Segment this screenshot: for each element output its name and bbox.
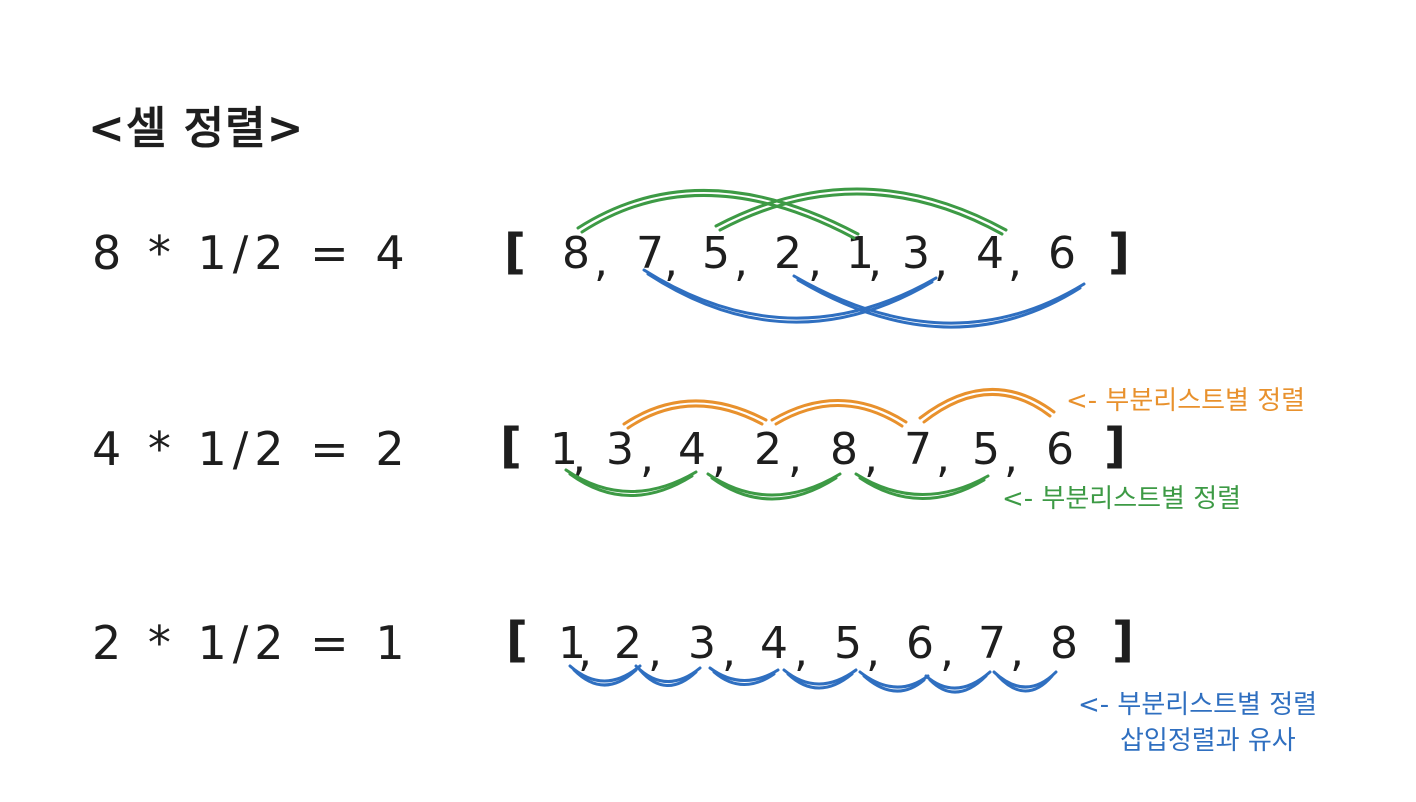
comma: ,: [572, 432, 586, 483]
comma: ,: [712, 432, 726, 483]
note-blue-line-2: 삽입정렬과 유사: [1120, 726, 1296, 756]
comma: ,: [866, 626, 880, 677]
comma: ,: [722, 626, 736, 677]
comma: ,: [594, 236, 608, 287]
arc-orange-row-2: [622, 387, 1056, 430]
value-row-3: 2: [614, 618, 642, 669]
comma: ,: [794, 626, 808, 677]
formula-row-1: 8 * 1/2 = 4: [92, 226, 411, 280]
value-row-2: 6: [1046, 424, 1074, 475]
value-row-1: 4: [976, 228, 1004, 279]
comma: ,: [940, 626, 954, 677]
value-row-3: 1: [558, 618, 586, 669]
formula-row-2: 4 * 1/2 = 2: [92, 422, 411, 476]
comma: ,: [640, 432, 654, 483]
open-bracket-row-1: [: [504, 224, 526, 280]
arc-blue-row-3: [568, 664, 1058, 694]
value-row-1: 7: [636, 228, 664, 279]
value-row-3: 8: [1050, 618, 1078, 669]
value-row-3: 6: [906, 618, 934, 669]
comma: ,: [788, 432, 802, 483]
comma: ,: [936, 432, 950, 483]
close-bracket-row-1: ]: [1108, 224, 1130, 280]
comma: ,: [578, 626, 592, 677]
arc-green-row-2: [564, 468, 990, 501]
value-row-1: 2: [774, 228, 802, 279]
formula-row-3: 2 * 1/2 = 1: [92, 616, 411, 670]
close-bracket-row-3: ]: [1112, 612, 1134, 668]
value-row-2: 8: [830, 424, 858, 475]
note-green: <- 부분리스트별 정렬: [1002, 484, 1242, 514]
value-row-1: 3: [902, 228, 930, 279]
value-row-3: 4: [760, 618, 788, 669]
value-row-1: 6: [1048, 228, 1076, 279]
value-row-1: 8: [562, 228, 590, 279]
note-blue-line-1: <- 부분리스트별 정렬: [1078, 690, 1318, 720]
comma: ,: [648, 626, 662, 677]
value-row-1: 5: [702, 228, 730, 279]
value-row-2: 3: [606, 424, 634, 475]
value-row-3: 3: [688, 618, 716, 669]
value-row-3: 5: [834, 618, 862, 669]
value-row-2: 2: [754, 424, 782, 475]
arc-blue-row-1: [642, 268, 1086, 329]
value-row-2: 7: [904, 424, 932, 475]
value-row-3: 7: [978, 618, 1006, 669]
comma: ,: [864, 432, 878, 483]
close-bracket-row-2: ]: [1104, 418, 1126, 474]
comma: ,: [1004, 432, 1018, 483]
open-bracket-row-3: [: [506, 612, 528, 668]
arc-green-row-1: [576, 187, 1008, 240]
value-row-2: 1: [550, 424, 578, 475]
comma: ,: [868, 236, 882, 287]
comma: ,: [934, 236, 948, 287]
comma: ,: [808, 236, 822, 287]
value-row-2: 4: [678, 424, 706, 475]
comma: ,: [1008, 236, 1022, 287]
comma: ,: [734, 236, 748, 287]
open-bracket-row-2: [: [500, 418, 522, 474]
comma: ,: [1010, 626, 1024, 677]
value-row-2: 5: [972, 424, 1000, 475]
page-title: <셀 정렬>: [88, 103, 305, 154]
note-orange: <- 부분리스트별 정렬: [1066, 386, 1306, 416]
comma: ,: [664, 236, 678, 287]
